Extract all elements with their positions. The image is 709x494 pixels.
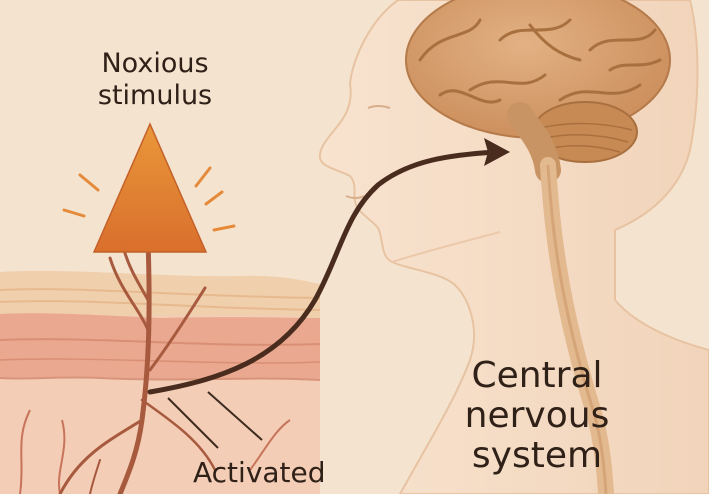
skin-cross-section [0,271,321,494]
eye-line [367,105,391,109]
noxious-label-line-2: stimulus [97,80,213,111]
signal-arrow [147,138,510,395]
cns-label-line-1: Central [471,355,603,396]
mouth-line [345,195,365,199]
activated-label: Activated [193,456,326,489]
noxious-stimulus-label: Noxious stimulus [80,48,230,112]
cns-label-line-2: nervous [464,395,610,436]
jaw-line [391,231,501,263]
stimulus-sparks [62,166,236,232]
warning-triangle-icon [92,122,208,253]
cns-label: Central nervous system [452,356,622,476]
nerve-fibers [58,237,217,494]
cns-label-line-3: system [471,435,603,476]
noxious-label-line-1: Noxious [101,48,209,79]
